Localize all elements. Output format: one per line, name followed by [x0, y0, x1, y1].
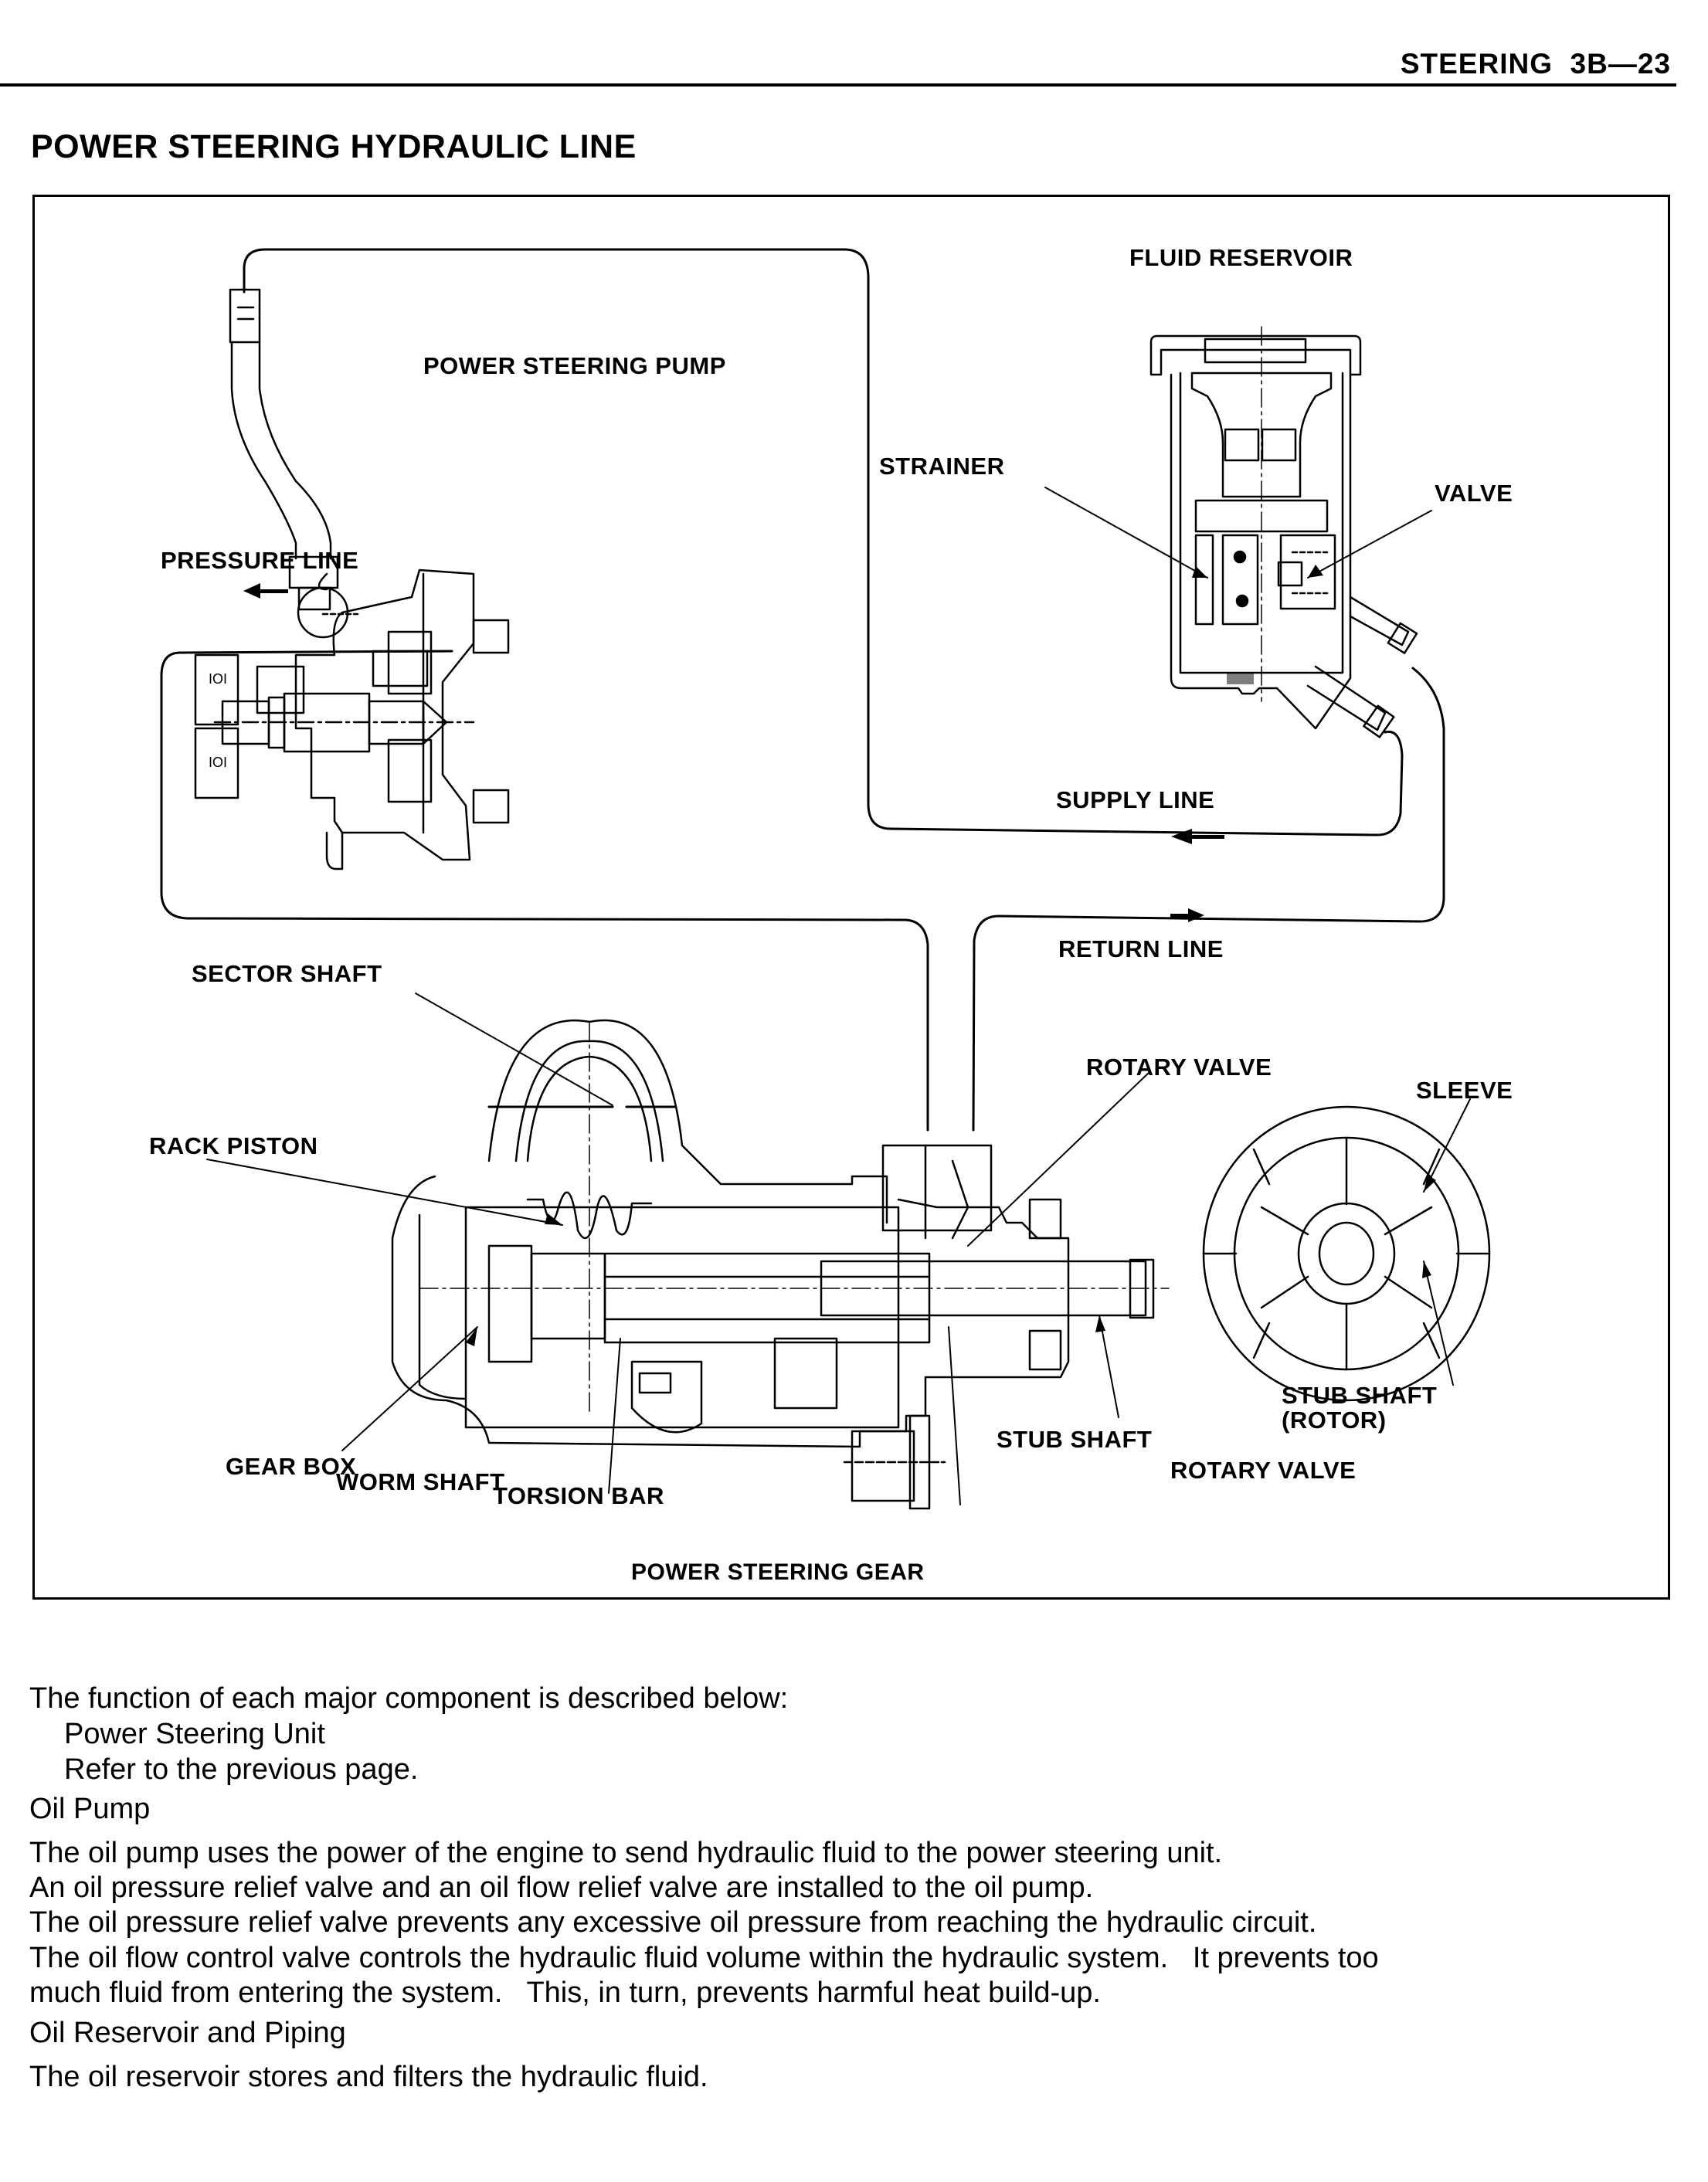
label-return-line: RETURN LINE [1058, 935, 1224, 962]
valve-leader [1307, 510, 1432, 579]
figure-caption: POWER STEERING GEAR [631, 1559, 925, 1585]
label-stub-shaft: STUB SHAFT [997, 1426, 1153, 1453]
power-steering-pump: IOI IOI [194, 288, 510, 870]
label-sector-shaft: SECTOR SHAFT [192, 960, 382, 987]
power-steering-gear [391, 1019, 1170, 1510]
power-steering-unit-text: Refer to the previous page. [64, 1753, 419, 1786]
hydraulic-line-figure: IOI IOI [32, 195, 1670, 1600]
pressure-line-hose [160, 650, 929, 1132]
valve-arrowhead [1308, 565, 1323, 578]
header-page-number: 3B—23 [1570, 48, 1671, 80]
label-stub-shaft-rotor-1: STUB SHAFT [1282, 1382, 1438, 1409]
pressure-flow-arrow [243, 583, 288, 599]
return-flow-arrow [1170, 908, 1204, 922]
label-pressure-line: PRESSURE LINE [161, 547, 359, 574]
fluid-reservoir [1149, 326, 1418, 738]
oil-pump-heading: Oil Pump [29, 1793, 151, 1825]
label-sleeve: SLEEVE [1416, 1077, 1513, 1104]
label-supply-line: SUPPLY LINE [1056, 786, 1215, 813]
oil-pump-line: The oil pump uses the power of the engin… [29, 1837, 1223, 1869]
oil-pump-line: much fluid from entering the system. Thi… [29, 1977, 1101, 2009]
label-fluid-reservoir: FLUID RESERVOIR [1129, 244, 1353, 271]
label-rotary-valve: ROTARY VALVE [1086, 1054, 1272, 1081]
header-rule [0, 83, 1676, 87]
power-steering-unit-heading: Power Steering Unit [64, 1718, 325, 1750]
section-title: POWER STEERING HYDRAULIC LINE [31, 128, 637, 165]
oil-reservoir-text: The oil reservoir stores and filters the… [29, 2061, 708, 2093]
label-rack-piston: RACK PISTON [149, 1132, 318, 1159]
svg-text:IOI: IOI [209, 755, 227, 770]
label-power-steering-pump: POWER STEERING PUMP [423, 352, 726, 379]
strainer-arrowhead [1192, 566, 1207, 578]
header-section: STEERING [1400, 48, 1553, 80]
oil-reservoir-heading: Oil Reservoir and Piping [29, 2017, 346, 2049]
return-line-hose [972, 667, 1445, 1132]
intro-text: The function of each major component is … [29, 1682, 789, 1715]
oil-pump-line: The oil pressure relief valve prevents a… [29, 1906, 1317, 1939]
supply-flow-arrow [1171, 829, 1224, 844]
pump-to-reservoir-hose [243, 248, 1404, 836]
rotary-valve-cross-section [1202, 1105, 1491, 1402]
label-stub-shaft-rotor-2: (ROTOR) [1282, 1407, 1387, 1434]
svg-text:IOI: IOI [209, 671, 227, 687]
page-header: STEERING 3B—23 [1401, 48, 1671, 80]
oil-pump-line: An oil pressure relief valve and an oil … [29, 1871, 1094, 1904]
label-worm-shaft: WORM SHAFT [336, 1468, 505, 1495]
label-torsion-bar: TORSION BAR [493, 1482, 664, 1509]
label-strainer: STRAINER [879, 453, 1005, 480]
oil-pump-line: The oil flow control valve controls the … [29, 1942, 1379, 1974]
label-gear-box: GEAR BOX [226, 1453, 357, 1480]
strainer-leader [1044, 487, 1208, 579]
label-valve: VALVE [1435, 480, 1513, 507]
label-rotary-valve-section: ROTARY VALVE [1170, 1457, 1357, 1484]
